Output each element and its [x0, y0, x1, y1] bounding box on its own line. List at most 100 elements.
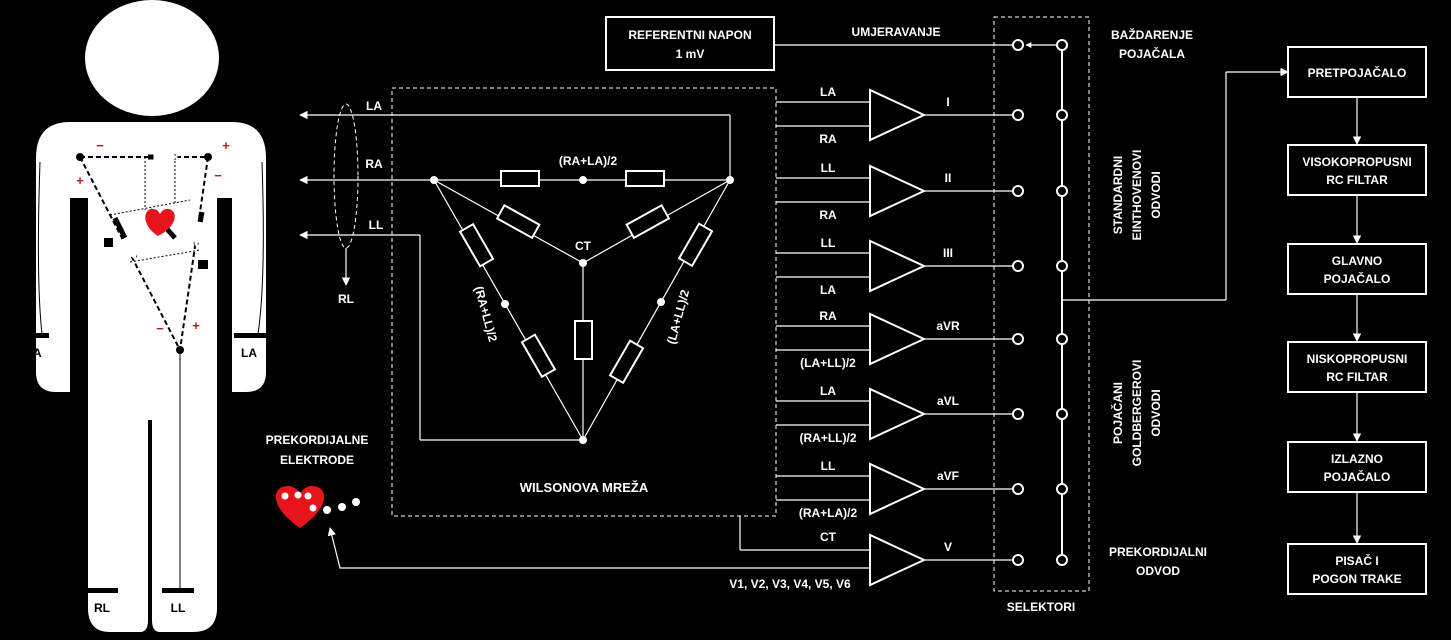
lead-wire-ra — [37, 161, 43, 335]
precordial-electrodes: PREKORDIJALNE ELEKTRODE — [266, 433, 870, 569]
chain-block-line2: RC FILTAR — [1326, 173, 1388, 187]
standard-group-line1: STANDARDNI — [1111, 156, 1125, 234]
amplifier-output-label: II — [945, 171, 952, 185]
amplifier-input-top: LA — [820, 85, 836, 99]
amplifier-input-top: LL — [821, 236, 836, 250]
augmented-group-line3: ODVODI — [1149, 389, 1163, 436]
sign-plus-ll: + — [192, 318, 200, 333]
chain-block-3: GLAVNO POJAČALO — [1287, 243, 1427, 342]
input-label-rl: RL — [338, 292, 354, 306]
selector-contact-right[interactable] — [1056, 483, 1068, 495]
resistor-right-lower — [608, 339, 645, 385]
chain-block-line1: NISKOPROPUSNI — [1307, 352, 1408, 366]
amplifier-triangle — [869, 164, 927, 218]
selector-contact-right[interactable] — [1056, 185, 1068, 197]
sign-minus-la-side: − — [214, 168, 222, 183]
amplifier-input-bottom: LA — [820, 283, 836, 297]
amplifier-output-label: V — [944, 540, 952, 554]
heart-icon — [145, 208, 175, 236]
electrode-rl-label: RL — [94, 601, 110, 615]
amplifier-triangle — [869, 462, 927, 516]
selector-contact-left[interactable] — [1012, 39, 1024, 51]
resistor-left-upper — [458, 222, 495, 268]
sign-plus-ra-left: + — [76, 173, 84, 188]
resistor-star-la — [625, 203, 671, 240]
calibration-group-line2: POJAČALA — [1119, 46, 1185, 61]
selector-contact-left[interactable] — [1012, 554, 1024, 566]
wilson-network: WILSONOVA MREŽA LA RA LL RL (RA+LA)/2 CT — [299, 87, 870, 551]
standard-group-line3: ODVODI — [1149, 171, 1163, 218]
amplifier-input-bottom: (LA+LL)/2 — [800, 356, 856, 370]
amplifier-output-label: aVR — [936, 319, 960, 333]
precordial-group-line2: ODVOD — [1136, 564, 1180, 578]
electrode-ll-pad — [162, 588, 194, 593]
selector-contact-right[interactable] — [1056, 333, 1068, 345]
selector-contact-left[interactable] — [1012, 109, 1024, 121]
amplifier-input-bottom: V1, V2, V3, V4, V5, V6 — [729, 577, 851, 591]
wilson-network-title: WILSONOVA MREŽA — [520, 480, 649, 495]
chain-block-line1: VISOKOPROPUSNI — [1302, 155, 1411, 169]
amplifier-input-top: LA — [820, 384, 836, 398]
resistor-left-lower — [520, 333, 557, 379]
amplifier-output-label: aVL — [937, 394, 959, 408]
chain-block-line1: PRETPOJAČALO — [1308, 65, 1407, 80]
amplifier-input-top: LL — [821, 459, 836, 473]
selector-contact-right[interactable] — [1056, 39, 1068, 51]
selector-contact-left[interactable] — [1012, 483, 1024, 495]
selector-contact-right[interactable] — [1056, 408, 1068, 420]
selector-contact-left[interactable] — [1012, 185, 1024, 197]
sign-minus-ll: − — [156, 321, 164, 336]
electrode-ll-label: LL — [171, 601, 186, 615]
sign-plus-la-top: + — [222, 138, 230, 153]
wilson-network-border — [391, 87, 777, 517]
top-midpoint-label: (RA+LA)/2 — [559, 154, 618, 168]
amplifier-output-label: I — [946, 95, 949, 109]
amplifier-input-bottom: RA — [819, 208, 837, 222]
selector-contact-right[interactable] — [1056, 554, 1068, 566]
chain-block-line2: POGON TRAKE — [1312, 572, 1401, 586]
chain-block-box — [1287, 243, 1427, 295]
resistor-star-ll — [574, 320, 593, 360]
selector-contact-right[interactable] — [1056, 109, 1068, 121]
amplifier-output-label: III — [943, 246, 953, 260]
calibration-group-line1: BAŽDARENJE — [1111, 27, 1193, 42]
precordial-group-line1: PREKORDIJALNI — [1109, 545, 1207, 559]
ct-label: CT — [575, 239, 592, 253]
electrode-rl-pad — [86, 588, 118, 593]
einthoven-triangle — [76, 144, 213, 354]
amplifier-input-top: CT — [820, 530, 837, 544]
amplifier-1: LA RA I — [776, 85, 1013, 146]
selector-group-labels: BAŽDARENJE POJAČALA STANDARDNI EINTHOVEN… — [1109, 27, 1207, 578]
lead-wire-la — [257, 161, 264, 335]
amplifier-3: LL LA III — [776, 236, 1013, 297]
amplifier-triangle — [869, 88, 927, 142]
body-silhouette — [36, 122, 266, 632]
selector-contact-left[interactable] — [1012, 260, 1024, 272]
amplifier-triangle — [869, 239, 927, 293]
augmented-group-line2: GOLDBERGEROVI — [1130, 360, 1144, 467]
selector-contact-left[interactable] — [1012, 333, 1024, 345]
amplifier-input-bottom: (RA+LA)/2 — [799, 506, 858, 520]
amplifier-input-bottom: RA — [819, 132, 837, 146]
amplifier-7: CT V1, V2, V3, V4, V5, V6 V — [729, 530, 1013, 591]
calibration-label: UMJERAVANJE — [852, 25, 941, 39]
input-label-ll: LL — [369, 218, 384, 232]
electrode-ra-label: RA — [24, 346, 42, 360]
selector-contact-left[interactable] — [1012, 408, 1024, 420]
chain-block-line1: GLAVNO — [1332, 254, 1382, 268]
human-body-figure: RA LA RL LL − + + — [17, 0, 266, 632]
precordial-label-line2: ELEKTRODE — [280, 453, 354, 467]
selector-switch: SELEKTORI — [993, 16, 1289, 614]
selector-contact-right[interactable] — [1056, 260, 1068, 272]
processing-chain: PRETPOJAČALO VISOKOPROPUSNI RC FILTAR GLAVN… — [1287, 46, 1427, 595]
reference-voltage-box — [605, 16, 775, 71]
resistor-star-ra — [495, 203, 541, 240]
chain-block-box — [1287, 441, 1427, 493]
chain-block-line2: POJAČALO — [1324, 271, 1391, 286]
augmented-group-line1: POJAČANI — [1110, 382, 1125, 444]
amplifier-input-bottom: (RA+LL)/2 — [800, 431, 857, 445]
